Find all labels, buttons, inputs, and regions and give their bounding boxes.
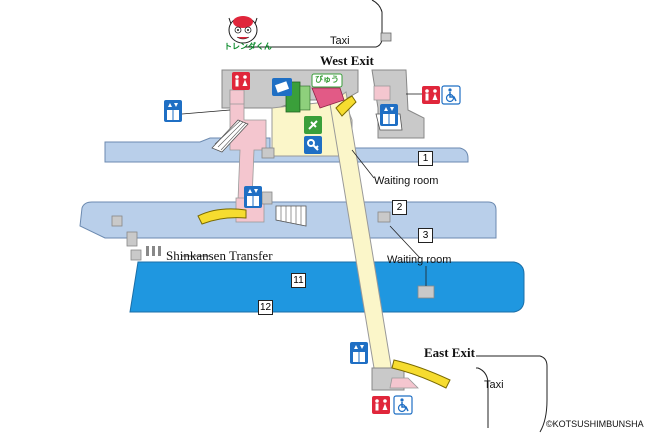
escalator-east-exit	[391, 359, 451, 389]
ticket-machine-icon	[272, 78, 292, 96]
stair-landing-top	[261, 147, 275, 159]
elevator-icon	[244, 186, 262, 208]
green-window-icon	[304, 116, 322, 134]
stair-landing	[261, 191, 273, 205]
waiting-room-2-label: Waiting room	[387, 254, 452, 266]
road-east-a	[476, 355, 548, 433]
escalator-west-exit	[335, 95, 357, 117]
platform-number-1: 1	[418, 151, 433, 166]
platform-number-2: 2	[392, 200, 407, 215]
gate-2	[152, 246, 155, 256]
waiting-room-1-label: Waiting room	[374, 175, 439, 187]
mascot-logo	[228, 16, 258, 44]
east-exit-label: East Exit	[424, 345, 475, 360]
gate-1	[146, 246, 149, 256]
stairs-platform-2	[275, 205, 307, 227]
shop-sign-text: びゅう	[315, 75, 339, 84]
pillar-3	[130, 249, 142, 261]
platform-number-3: 3	[418, 228, 433, 243]
shop-area	[311, 87, 345, 109]
bollard	[380, 32, 392, 42]
platform-number-11: 11	[291, 273, 306, 288]
leader-waiting-1	[351, 149, 375, 179]
shinkansen-platform-area	[129, 261, 525, 313]
escalator-platform-2	[197, 208, 247, 225]
road-east-b	[476, 367, 489, 428]
leader-waiting-2	[389, 225, 421, 259]
toilet-room-west	[229, 89, 245, 105]
green-window-block-2	[299, 85, 311, 111]
leader-elevator-west	[181, 109, 231, 115]
elevator-icon	[350, 342, 368, 364]
copyright: ©KOTSUSHIMBUNSHA	[546, 419, 644, 429]
pillar-2	[126, 231, 138, 247]
waiting-room-12-box	[417, 285, 435, 299]
toilet-room-east	[373, 85, 391, 101]
shop-sign-icon	[311, 73, 343, 88]
shinkansen-transfer-label: Shinkansen Transfer	[166, 248, 273, 263]
pillar-1	[111, 215, 123, 227]
waiting-room-2-box	[377, 211, 391, 223]
platform-number-12: 12	[258, 300, 273, 315]
elevator-icon	[380, 104, 398, 126]
east-exit-passage	[389, 377, 419, 389]
toilet-icon	[422, 86, 440, 104]
taxi-east-label: Taxi	[484, 379, 504, 391]
west-transfer-passage	[229, 89, 267, 201]
taxi-west-label: Taxi	[330, 35, 350, 47]
west-exit-label: West Exit	[320, 53, 374, 68]
toilet-icon	[372, 396, 390, 414]
wheelchair-icon	[441, 85, 461, 105]
key-icon	[304, 136, 322, 154]
wheelchair-icon	[393, 395, 413, 415]
elevator-icon	[164, 100, 182, 122]
toilet-icon	[232, 72, 250, 90]
gate-3	[158, 246, 161, 256]
mascot-name: トレンダくん	[224, 42, 272, 51]
road-west	[245, 0, 383, 48]
stairs-west-upper	[211, 119, 249, 153]
